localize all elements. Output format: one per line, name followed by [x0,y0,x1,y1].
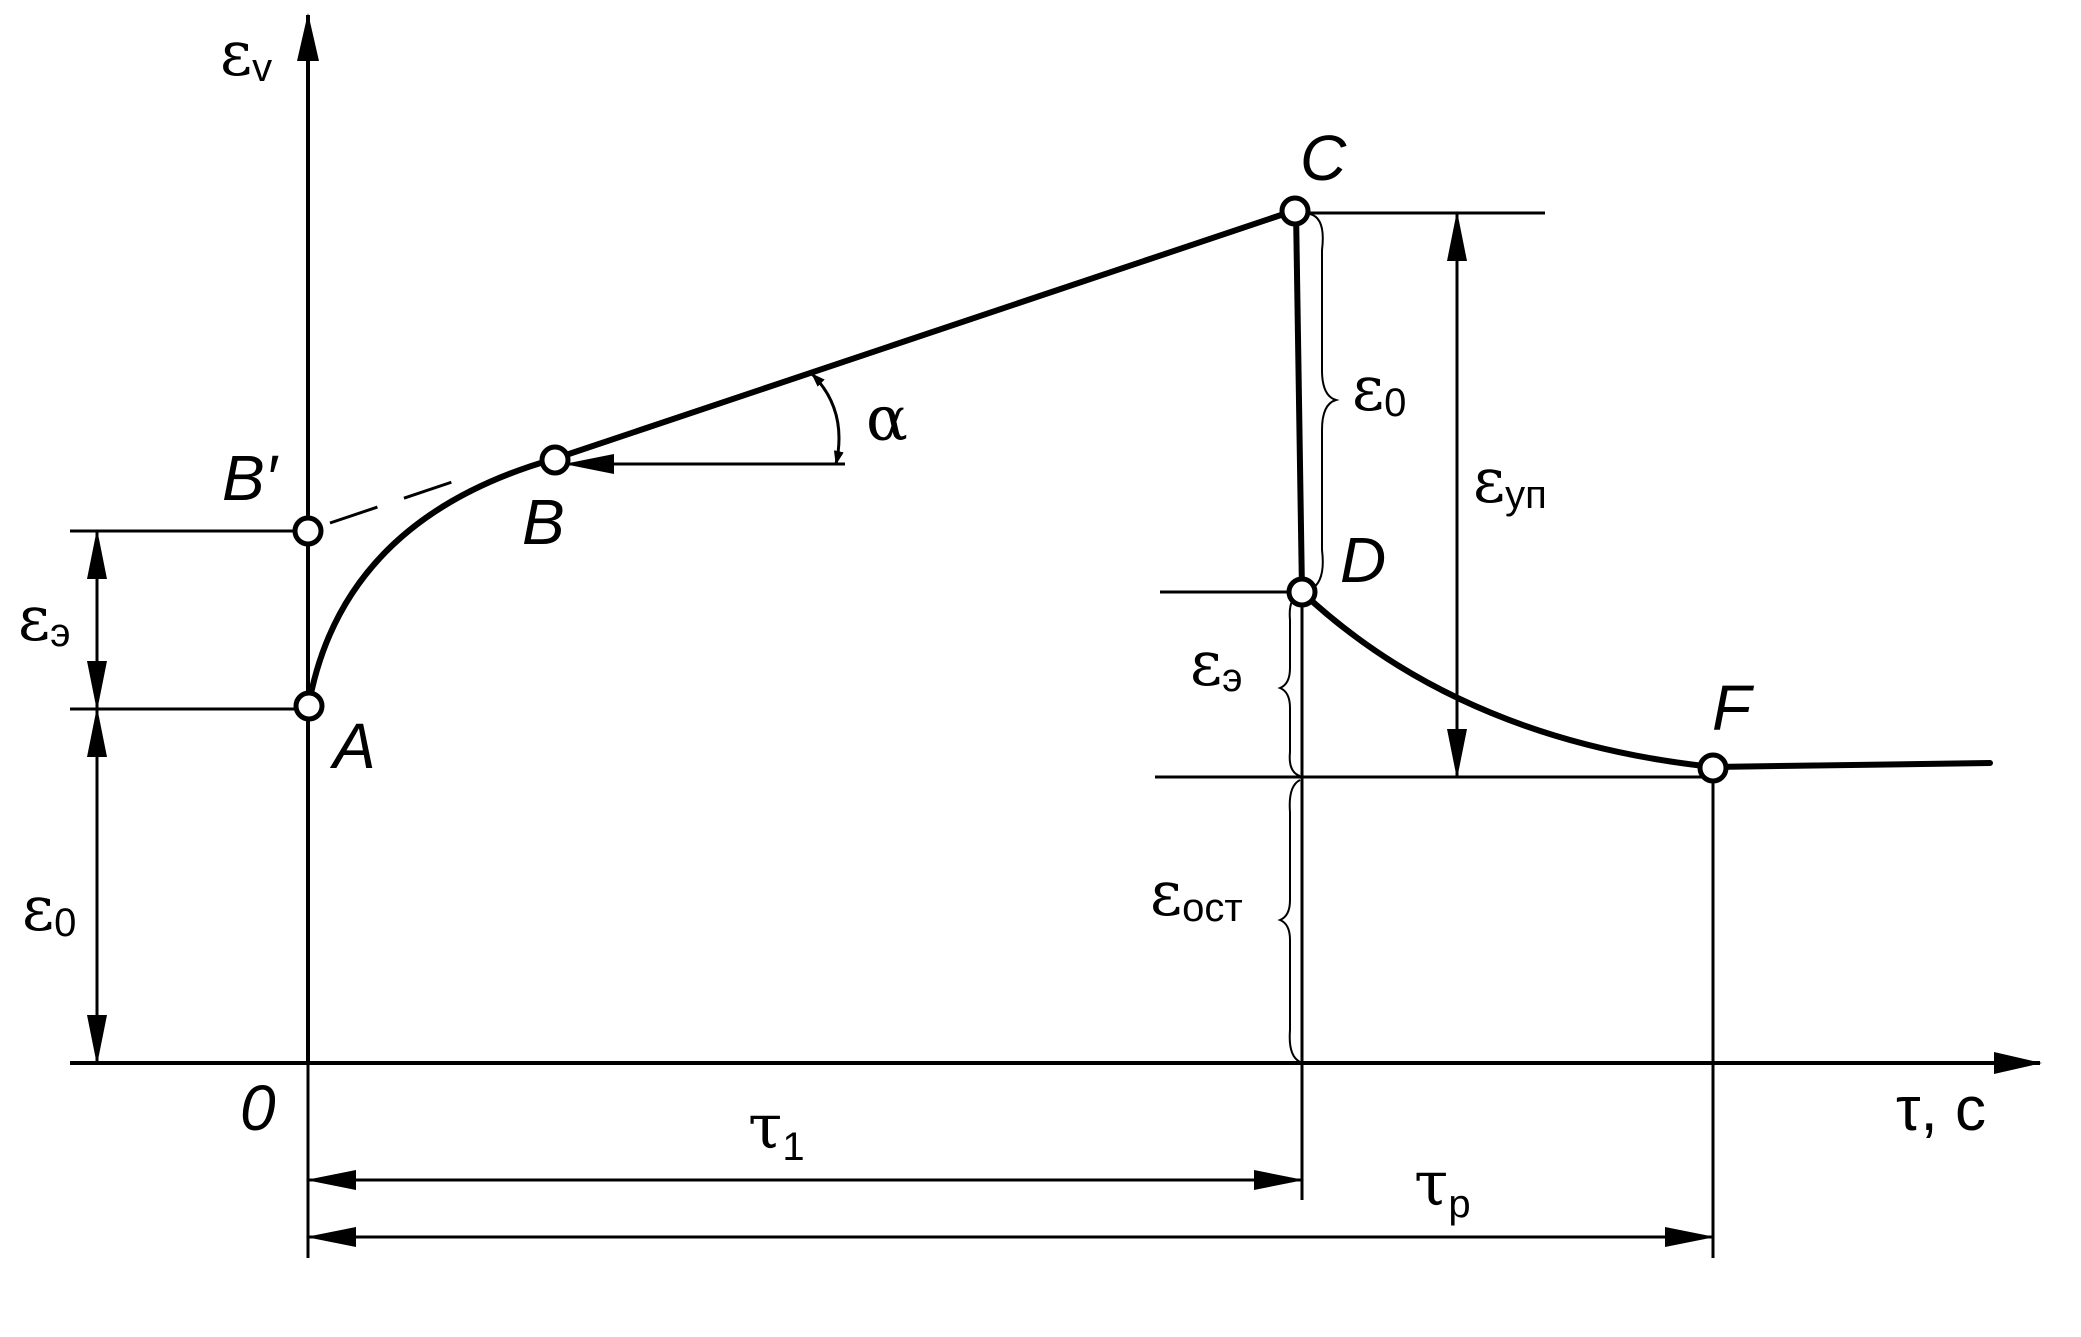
curve-tail [1710,760,1993,770]
y-axis-label: εv [220,17,272,90]
point-d-marker [1286,576,1318,608]
point-c-label: C [1300,122,1347,194]
point-a-marker [293,690,325,722]
point-b-marker [539,444,571,476]
extrapolation-dash [329,474,471,525]
point-b-prime-label: B′ [222,442,279,514]
x-axis-label: τ, с [1896,1075,1986,1144]
label-eps-e-left: εэ [18,582,71,655]
point-d-label: D [1340,524,1386,596]
curve-a-b [305,456,557,712]
curve-b-c [551,207,1299,462]
point-b-label: B [522,486,565,558]
point-f-marker [1697,752,1729,784]
point-b-prime-marker [292,515,324,547]
angle-alpha-label: α [866,382,908,455]
label-eps-up: εуп [1473,444,1547,517]
curve-c-d [1293,207,1305,595]
brace-eps-ost [1277,779,1301,1063]
brace-eps-e-right [1277,593,1301,777]
brace-eps-0-right [1309,213,1340,591]
label-tau-1: τ1 [748,1090,805,1169]
point-a-label: A [329,710,376,782]
origin-label: 0 [240,1072,276,1144]
point-f-label: F [1712,672,1755,744]
label-eps-0-right: ε0 [1352,352,1406,425]
label-eps-e-right: εэ [1190,627,1243,700]
point-c-marker [1279,195,1311,227]
label-eps-0-left: ε0 [22,872,76,945]
label-tau-p: τр [1414,1147,1471,1226]
label-eps-ost: εост [1150,857,1243,930]
curve-d-f [1299,589,1716,770]
angle-arc [810,372,844,465]
